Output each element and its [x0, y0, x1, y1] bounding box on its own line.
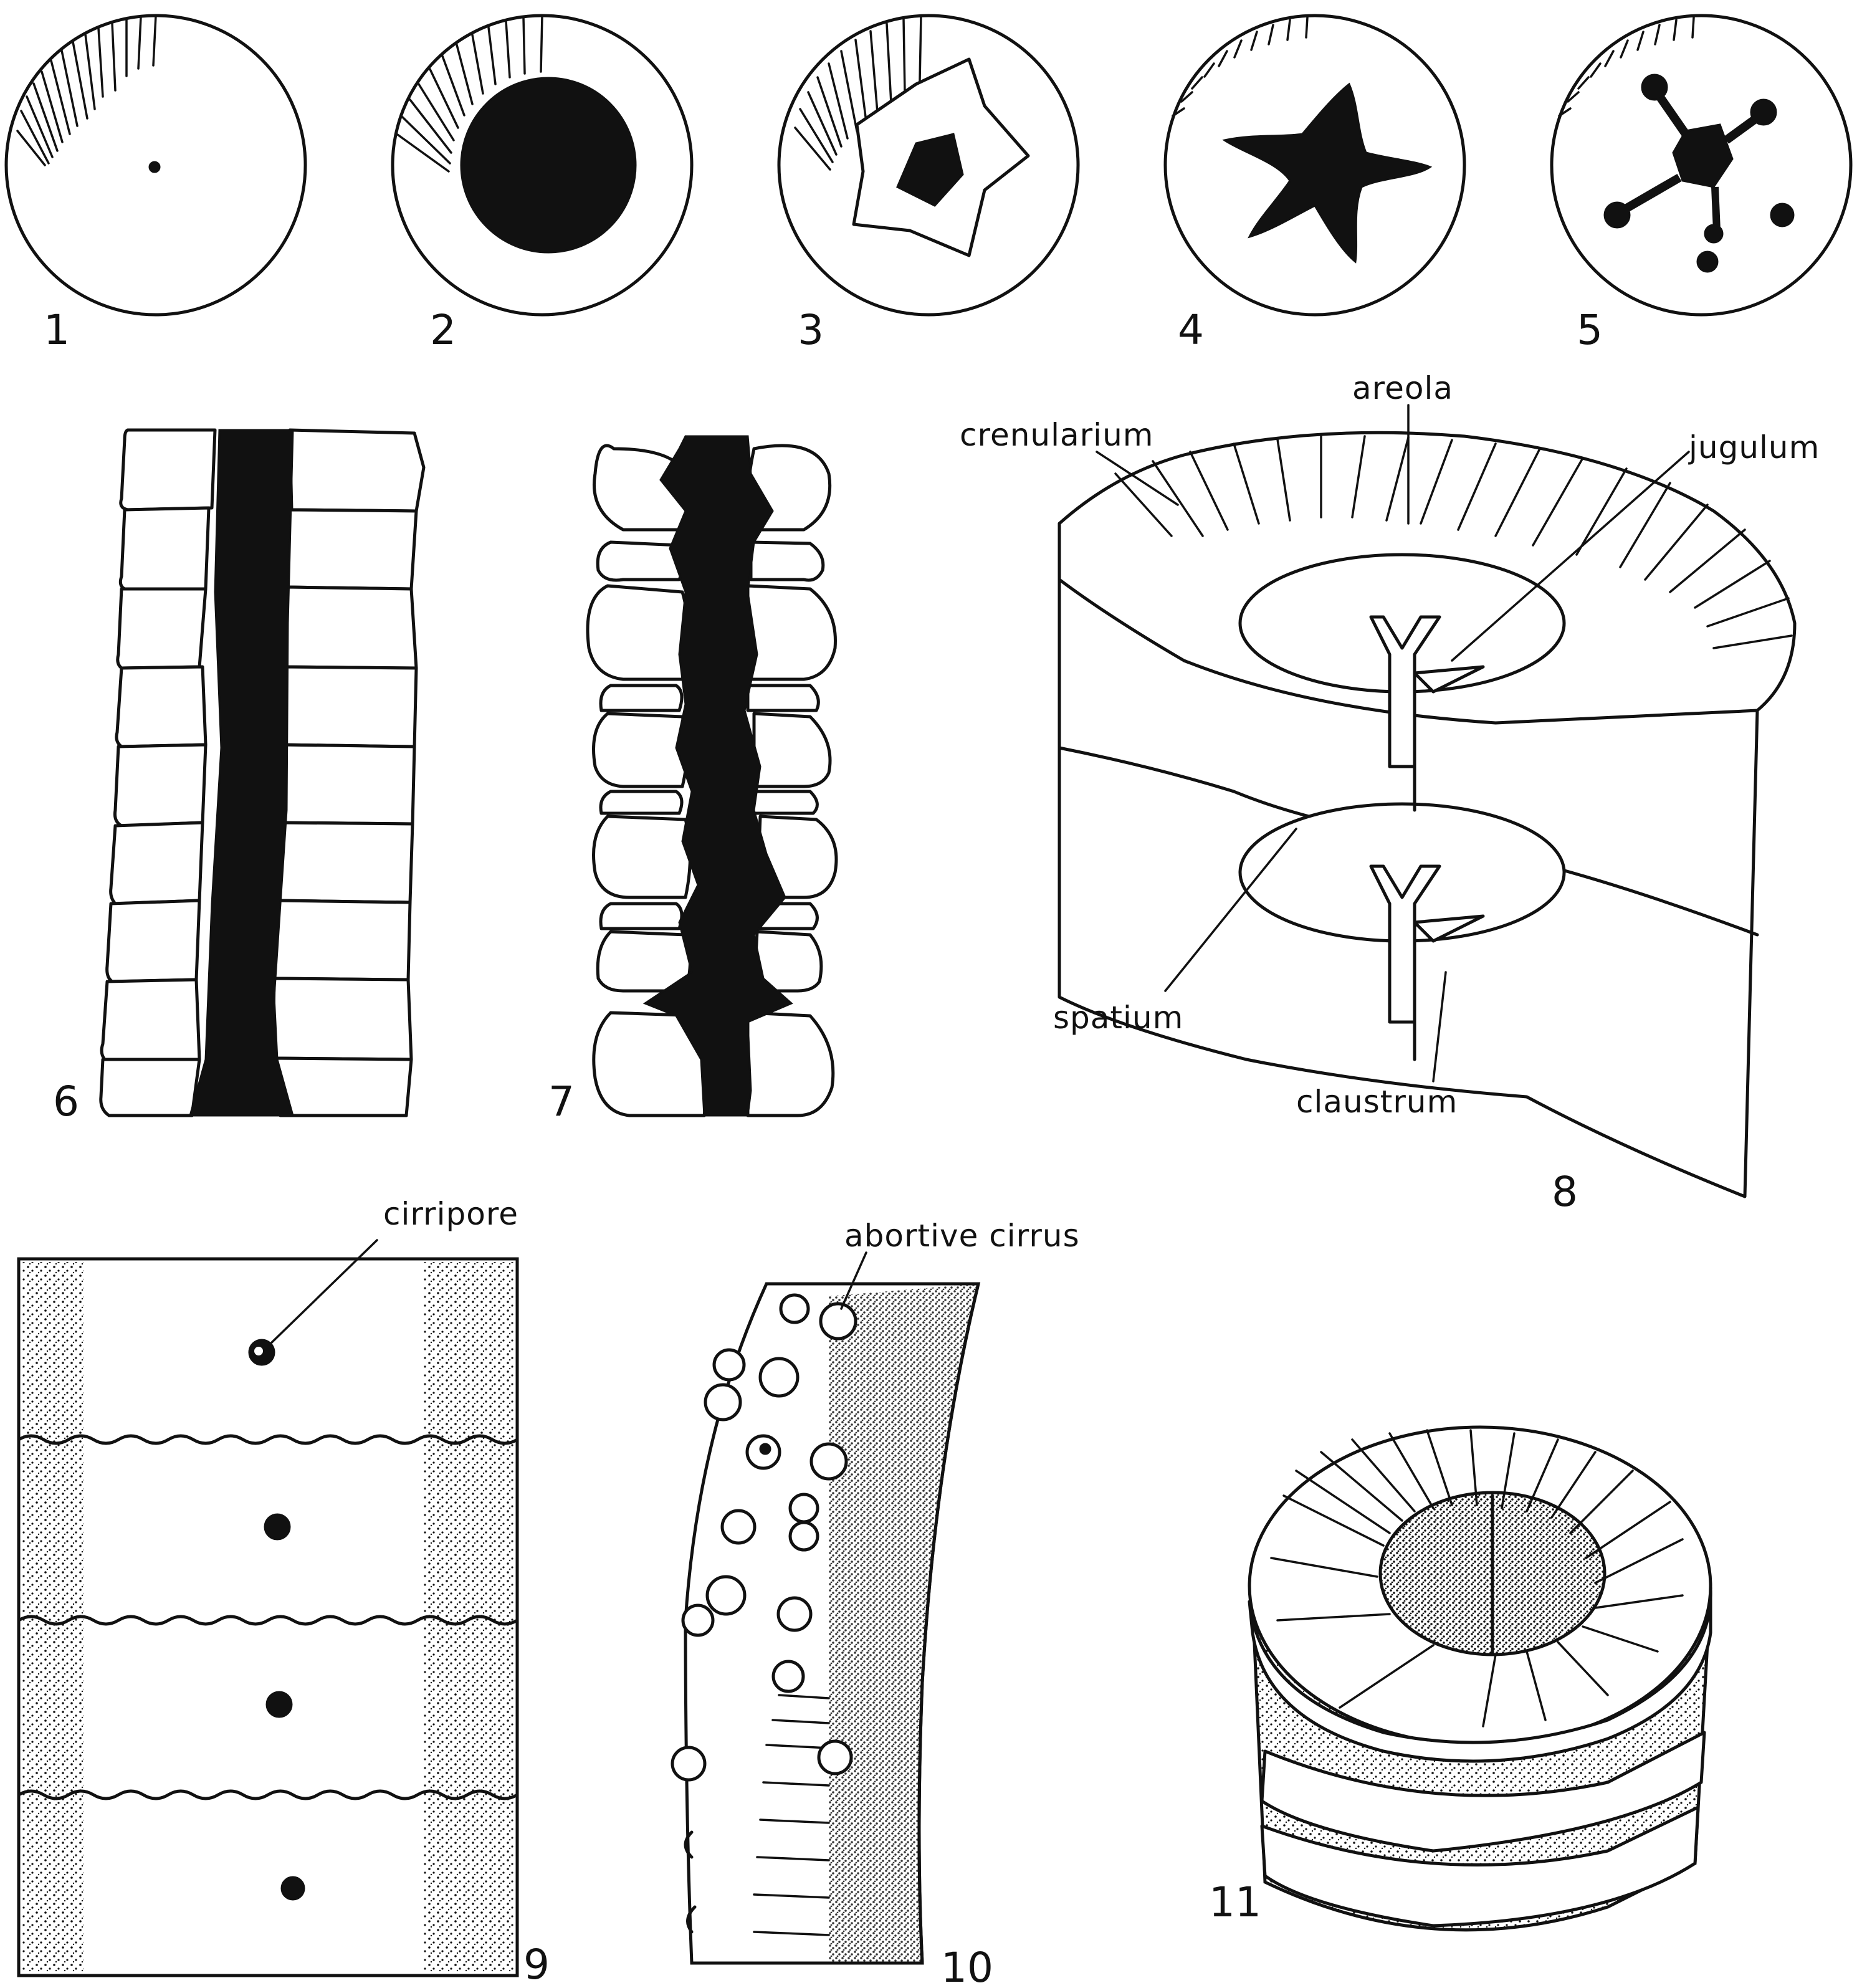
figure-4-number: 4 [1178, 306, 1204, 354]
figure-1-number: 1 [44, 306, 70, 354]
figure-3-number: 3 [798, 306, 824, 354]
label-abortive-cirrus: abortive cirrus [844, 1218, 1080, 1254]
figure-11-number: 11 [1209, 1878, 1261, 1926]
label-claustrum: claustrum [1296, 1084, 1458, 1120]
figure-7-number: 7 [548, 1078, 575, 1125]
label-cirripore: cirripore [383, 1196, 518, 1232]
figure-4-columnal-facet [1165, 16, 1464, 315]
label-areola: areola [1352, 370, 1453, 406]
figure-6-number: 6 [53, 1078, 79, 1125]
crenulae-lines [17, 16, 156, 165]
figure-6-stem-longitudinal-section [101, 430, 424, 1116]
figure-1-columnal-facet [6, 16, 305, 315]
label-spatium: spatium [1053, 1000, 1183, 1036]
figure-8-columnal-block-diagram [1059, 432, 1795, 1197]
figure-2-number: 2 [430, 306, 456, 354]
figure-3-columnal-facet [779, 16, 1078, 315]
figure-10-stem-with-abortive-cirri [672, 1284, 978, 1963]
figure-11-pluricolumnal [1249, 1427, 1711, 1930]
figure-2-columnal-facet [393, 16, 692, 315]
figure-7-stem-longitudinal-section [588, 436, 836, 1116]
figure-8-number: 8 [1552, 1168, 1578, 1216]
figure-9-columnals-with-cirripores [19, 1259, 517, 1976]
figure-9-number: 9 [523, 1941, 550, 1988]
figure-10-number: 10 [941, 1944, 993, 1988]
label-crenularium: crenularium [960, 417, 1153, 453]
label-jugulum: jugulum [1688, 429, 1820, 466]
figure-5-columnal-facet [1552, 16, 1851, 315]
figure-5-number: 5 [1577, 306, 1603, 354]
